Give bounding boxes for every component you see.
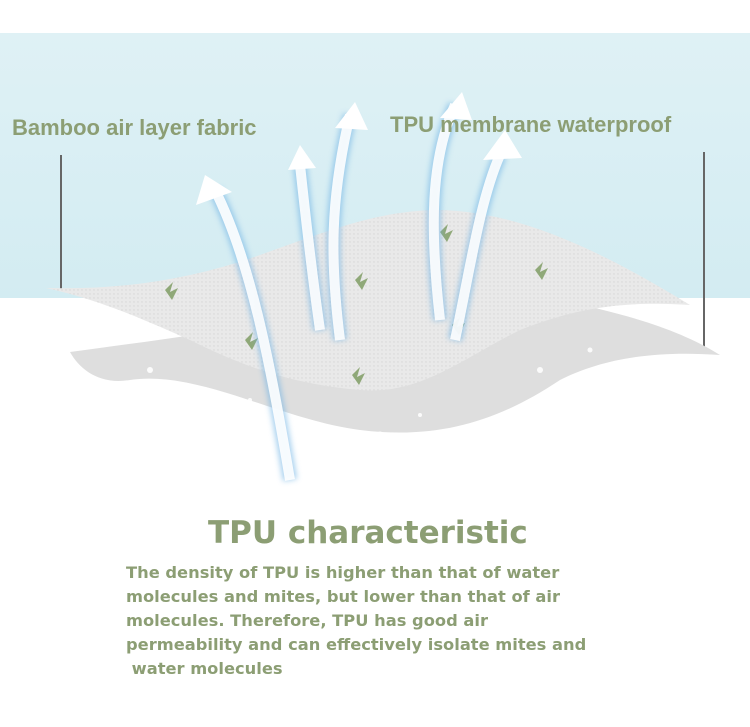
description-line: water molecules: [126, 659, 283, 678]
air-flow-arrows: [196, 92, 522, 482]
tpu-membrane-label: TPU membrane waterproof: [390, 112, 672, 137]
description-line: molecules and mites, but lower than that…: [126, 587, 561, 606]
bamboo-fabric-label: Bamboo air layer fabric: [12, 115, 257, 140]
bamboo-fabric-layer: [46, 210, 690, 391]
description-line: The density of TPU is higher than that o…: [126, 563, 560, 582]
section-title: TPU characteristic: [208, 515, 528, 551]
description-line: permeability and can effectively isolate…: [126, 635, 587, 654]
section-description: The density of TPU is higher than that o…: [126, 561, 606, 681]
water-droplets: [147, 347, 593, 439]
description-line: molecules. Therefore, TPU has good air: [126, 611, 488, 630]
